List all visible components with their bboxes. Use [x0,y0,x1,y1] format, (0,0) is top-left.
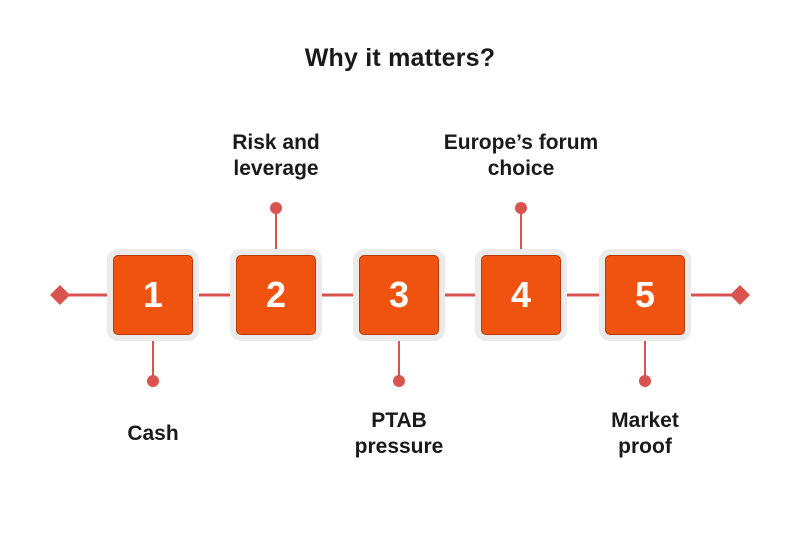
connector-dot-5 [639,375,651,387]
step-5-box: 5 [605,255,685,335]
step-3-box: 3 [359,255,439,335]
step-2-box: 2 [236,255,316,335]
step-4-label: Europe’s forum choice [443,131,599,180]
step-1-box: 1 [113,255,193,335]
connector-dot-4 [515,202,527,214]
step-4-box: 4 [481,255,561,335]
step-2-label: Risk and leverage [232,131,320,180]
timeline-end-diamond [730,285,750,305]
step-5-label: Market proof [611,409,679,458]
step-3-label: PTAB pressure [354,409,444,458]
diagram-title: Why it matters? [304,44,496,72]
timeline-start-diamond [50,285,70,305]
connector-dot-1 [147,375,159,387]
connector-dot-3 [393,375,405,387]
connector-dot-2 [270,202,282,214]
step-1-label: Cash [127,422,179,445]
